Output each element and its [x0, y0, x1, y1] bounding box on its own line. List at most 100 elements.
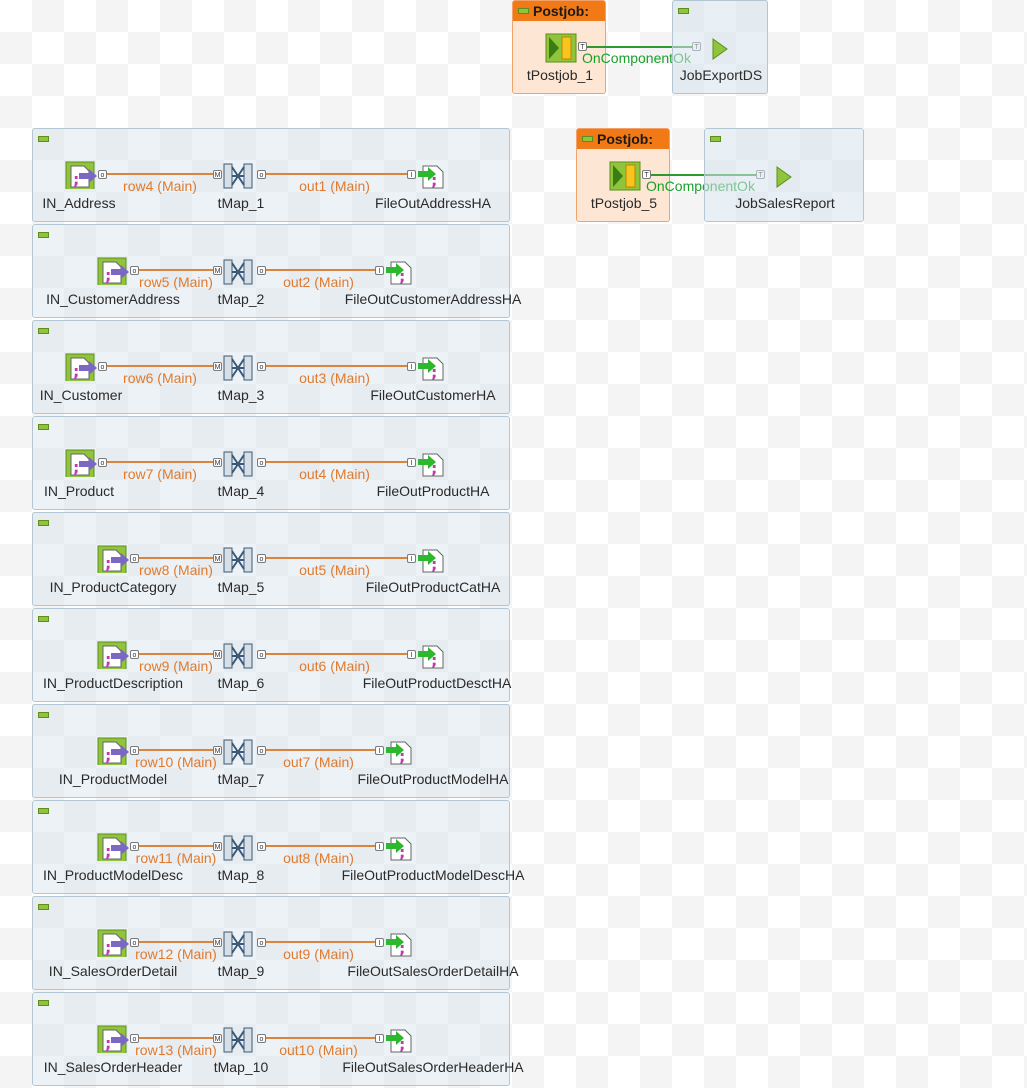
file-output-icon[interactable]: ;	[417, 545, 449, 573]
connector: M	[213, 362, 222, 371]
connector-out: T	[578, 42, 587, 51]
collapse-icon[interactable]	[38, 232, 49, 238]
collapse-icon[interactable]	[38, 520, 49, 526]
tmap-icon[interactable]	[221, 833, 253, 861]
subjob-1[interactable]: ; o row4 (Main) M o out1 (Main) I ; IN_A…	[32, 128, 510, 222]
connector: I	[375, 938, 384, 947]
postjob-box[interactable]: Postjob: tPostjob_1	[512, 0, 606, 94]
collapse-icon[interactable]	[38, 328, 49, 334]
row-link[interactable]	[139, 845, 213, 847]
out-link[interactable]	[266, 173, 407, 175]
collapse-icon[interactable]	[582, 136, 593, 142]
tmap-icon[interactable]	[221, 641, 253, 669]
collapse-icon[interactable]	[38, 1000, 49, 1006]
output-component-label: FileOutSalesOrderHeaderHA	[342, 1059, 524, 1075]
file-input-icon[interactable]: ;	[97, 1025, 129, 1053]
out-link[interactable]	[266, 749, 375, 751]
file-output-icon[interactable]: ;	[385, 833, 417, 861]
subjob-3[interactable]: ; o row6 (Main) M o out3 (Main) I ; IN_C…	[32, 320, 510, 414]
collapse-icon[interactable]	[38, 808, 49, 814]
file-input-icon[interactable]: ;	[97, 641, 129, 669]
trigger-link[interactable]	[587, 46, 697, 48]
row-link[interactable]	[107, 173, 213, 175]
subjob-10[interactable]: ; o row13 (Main) M o out10 (Main) I ; IN…	[32, 992, 524, 1086]
file-output-icon[interactable]: ;	[417, 353, 449, 381]
row-link[interactable]	[107, 365, 213, 367]
postjob-icon[interactable]	[545, 33, 577, 63]
collapse-icon[interactable]	[710, 136, 721, 142]
row-link[interactable]	[139, 749, 213, 751]
row-link[interactable]	[139, 653, 213, 655]
tmap-icon[interactable]	[221, 929, 253, 957]
out-link[interactable]	[266, 365, 407, 367]
collapse-icon[interactable]	[38, 904, 49, 910]
collapse-icon[interactable]	[38, 712, 49, 718]
file-output-icon[interactable]: ;	[417, 161, 449, 189]
subjob-7[interactable]: ; o row10 (Main) M o out7 (Main) I ; IN_…	[32, 704, 510, 798]
row-link[interactable]	[139, 557, 213, 559]
file-input-icon[interactable]: ;	[65, 161, 97, 189]
out-link[interactable]	[266, 1037, 375, 1039]
run-job-box[interactable]: JobSalesReport	[704, 128, 864, 222]
subjob-9[interactable]: ; o row12 (Main) M o out9 (Main) I ; IN_…	[32, 896, 519, 990]
collapse-icon[interactable]	[38, 616, 49, 622]
out-link-label: out2 (Main)	[283, 274, 354, 290]
file-input-icon[interactable]: ;	[97, 833, 129, 861]
file-output-icon[interactable]: ;	[385, 737, 417, 765]
file-output-icon[interactable]: ;	[385, 1025, 417, 1053]
row-link[interactable]	[139, 941, 213, 943]
tmap-icon[interactable]	[221, 257, 253, 285]
input-component-label: IN_ProductDescription	[42, 675, 184, 691]
run-job-box[interactable]: JobExportDS	[672, 0, 768, 94]
postjob-icon[interactable]	[609, 161, 641, 191]
out-link[interactable]	[266, 653, 407, 655]
connector: I	[407, 650, 416, 659]
subjob-2[interactable]: ; o row5 (Main) M o out2 (Main) I ; IN_C…	[32, 224, 521, 318]
row-link[interactable]	[107, 461, 213, 463]
run-job-icon[interactable]	[775, 165, 793, 189]
row-link[interactable]	[139, 269, 213, 271]
out-link-label: out7 (Main)	[283, 754, 354, 770]
out-link[interactable]	[266, 461, 407, 463]
tmap-icon[interactable]	[221, 449, 253, 477]
out-link[interactable]	[266, 941, 375, 943]
tmap-icon[interactable]	[221, 161, 253, 189]
tmap-icon[interactable]	[221, 353, 253, 381]
subjob-4[interactable]: ; o row7 (Main) M o out4 (Main) I ; IN_P…	[32, 416, 510, 510]
file-input-icon[interactable]: ;	[65, 353, 97, 381]
file-input-icon[interactable]: ;	[97, 257, 129, 285]
collapse-icon[interactable]	[678, 8, 689, 14]
connector: M	[213, 554, 222, 563]
subjob-5[interactable]: ; o row8 (Main) M o out5 (Main) I ; IN_P…	[32, 512, 510, 606]
file-input-icon[interactable]: ;	[97, 545, 129, 573]
connector: I	[407, 170, 416, 179]
row-link[interactable]	[139, 1037, 213, 1039]
out-link[interactable]	[266, 845, 375, 847]
file-output-icon[interactable]: ;	[385, 929, 417, 957]
tmap-icon[interactable]	[221, 545, 253, 573]
output-component-label: FileOutCustomerHA	[370, 387, 496, 403]
file-output-icon[interactable]: ;	[385, 257, 417, 285]
subjob-6[interactable]: ; o row9 (Main) M o out6 (Main) I ; IN_P…	[32, 608, 511, 702]
input-component-label: IN_ProductModelDesc	[42, 867, 184, 883]
tmap-icon[interactable]	[221, 737, 253, 765]
postjob-box[interactable]: Postjob: tPostjob_5	[576, 128, 670, 222]
file-output-icon[interactable]: ;	[417, 449, 449, 477]
out-link[interactable]	[266, 269, 375, 271]
subjob-8[interactable]: ; o row11 (Main) M o out8 (Main) I ; IN_…	[32, 800, 524, 894]
row-link-label: row11 (Main)	[135, 850, 217, 866]
tmap-icon[interactable]	[221, 1025, 253, 1053]
connector: o	[130, 1034, 139, 1043]
collapse-icon[interactable]	[38, 424, 49, 430]
collapse-icon[interactable]	[38, 136, 49, 142]
file-input-icon[interactable]: ;	[97, 737, 129, 765]
collapse-icon[interactable]	[518, 8, 529, 14]
file-input-icon[interactable]: ;	[65, 449, 97, 477]
connector: o	[257, 938, 266, 947]
component-label: tPostjob_1	[526, 67, 594, 83]
run-job-icon[interactable]	[711, 37, 729, 61]
out-link[interactable]	[266, 557, 407, 559]
file-output-icon[interactable]: ;	[417, 641, 449, 669]
out-link-label: out3 (Main)	[299, 370, 370, 386]
file-input-icon[interactable]: ;	[97, 929, 129, 957]
